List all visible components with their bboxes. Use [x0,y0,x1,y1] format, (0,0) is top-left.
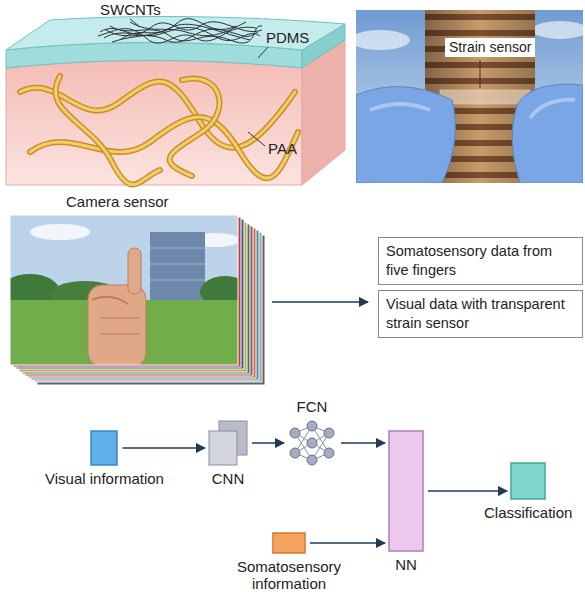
art-part [128,248,141,294]
camera-photo [10,215,238,365]
node-label: Visual information [45,470,164,487]
art-part [170,78,220,176]
node-label: Classification [484,504,572,521]
sensor-stack-illustration [6,17,345,185]
output-square-shape [510,462,546,500]
art-part [10,215,238,365]
art-part [100,318,140,319]
connector-arrow [310,542,385,544]
box-text: Somatosensory data from five fingers [386,242,575,280]
shape-part [324,448,334,458]
node-label: Somatosensory information [229,558,349,592]
art-part [512,84,583,183]
art-part [530,100,575,118]
visual-input-square: Visual information [45,430,164,487]
art-part [130,19,140,27]
art-part [150,248,205,249]
art-part [30,224,90,240]
art-part [150,232,205,302]
layer-label: PAA [268,140,297,157]
art-part [30,117,298,178]
nn-block-shape [388,430,424,552]
leader-line [130,19,268,146]
art-part [30,117,298,178]
shape-part [209,431,237,465]
fiber-network [20,76,298,184]
somatosensory-input-square-shape [272,532,306,554]
art-part [356,30,410,50]
art-part [356,87,455,183]
cnn-block-shape [208,420,248,466]
data-box: Visual data with transparent strain sens… [378,290,583,338]
shape-part [307,455,317,465]
shape-part [91,431,117,465]
art-part [92,297,128,304]
art-part [532,21,583,39]
node-label: FCN [297,398,328,415]
layer-label: SWCNTs [100,1,161,18]
shape-part [290,448,300,458]
art-part [112,24,250,42]
art-part [56,76,160,184]
photo-label: Strain sensor [445,38,535,57]
shape-part [290,428,300,438]
output-square: Classification [484,462,572,521]
node-label: CNN [212,470,245,487]
connector-arrow [341,442,385,444]
art-part [6,61,302,186]
swcnt-mesh [98,19,262,43]
connector-arrow [252,442,284,444]
fcn-network: FCN [287,398,337,468]
shape-part [324,428,334,438]
art-part [480,60,481,88]
art-part [170,78,220,176]
data-box: Somatosensory data from five fingers [378,237,583,285]
art-part [258,47,268,58]
flow-arrow [272,301,368,303]
shape-part [307,438,317,448]
finger-photo [356,10,583,183]
art-part [150,280,205,281]
art-part [150,264,205,265]
art-part [88,285,146,365]
layer-label: PDMS [266,29,309,46]
nn-block: NN [388,430,424,573]
art-part [440,90,530,104]
art-part [100,334,140,335]
box-text: Visual data with transparent strain sens… [386,295,575,333]
art-part [6,17,345,50]
visual-input-square-shape [90,430,118,466]
connector-arrow [122,447,205,449]
image-stack [0,215,265,385]
shape-part [273,533,305,553]
art-part [370,104,430,110]
somatosensory-input-square: Somatosensory information [229,532,349,592]
shape-part [389,431,423,551]
art-part [56,76,160,184]
shape-part [511,463,545,499]
fcn-network-shape [287,418,337,468]
cnn-block: CNN [208,420,248,487]
art-part [248,132,265,146]
camera-label: Camera sensor [66,193,169,210]
node-label: NN [395,556,417,573]
shape-part [307,421,317,431]
connector-arrow [428,490,507,492]
